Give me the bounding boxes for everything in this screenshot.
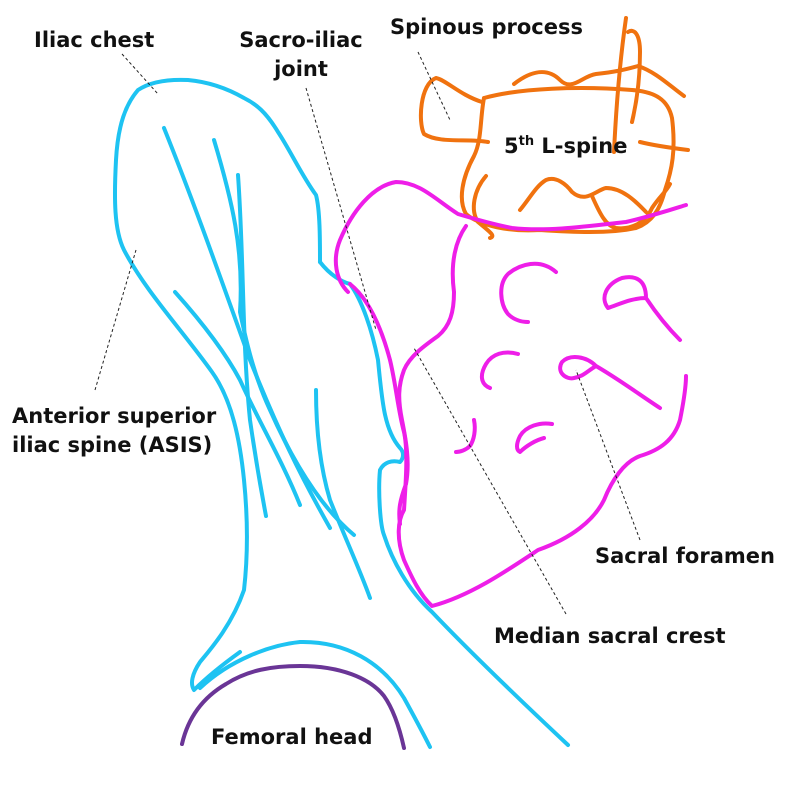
vertebra-inner-wave: [518, 177, 648, 214]
sacrum-inner-contour: [397, 224, 468, 526]
sacral-foramen-5: [454, 418, 477, 454]
sacro-iliac-boundary: [318, 260, 570, 747]
leader-sacro-iliac-joint: [305, 87, 377, 331]
ilium-line-3: [236, 173, 268, 518]
label-l-spine-text: L-spine: [534, 134, 628, 158]
label-l-spine-superscript: th: [518, 134, 535, 149]
label-asis-line2: iliac spine (ASIS): [12, 433, 213, 457]
label-iliac-chest-text: Iliac chest: [34, 28, 155, 52]
label-median-sacral-crest-text: Median sacral crest: [494, 624, 726, 648]
vertebra-left-loop: [418, 76, 490, 144]
vertebra-lower-lobe: [471, 174, 495, 240]
ilium-line-2: [212, 138, 356, 537]
leader-spinous-process: [417, 51, 451, 121]
ilium-line-4: [173, 290, 302, 507]
label-femoral-head: Femoral head: [211, 723, 372, 752]
label-sacral-foramen-text: Sacral foramen: [595, 544, 775, 568]
sacral-foramen-6: [515, 421, 554, 454]
spinous-process-loop: [626, 28, 642, 124]
leader-sacral-foramen: [575, 369, 641, 541]
ilium-outline: [112, 77, 570, 749]
label-5th-l-spine: 5th L-spine: [504, 132, 627, 161]
label-femoral-head-text: Femoral head: [211, 725, 373, 749]
leader-lines: [94, 51, 641, 615]
leader-asis: [94, 249, 137, 391]
label-iliac-chest: Iliac chest: [34, 26, 154, 55]
sacral-foramen-4: [558, 355, 662, 410]
sacral-foramen-3: [479, 350, 520, 390]
sacral-foramen-2: [602, 275, 682, 342]
ilium-line-5: [314, 388, 372, 600]
ilium-outer-contour: [112, 77, 322, 692]
label-asis-line1: Anterior superior: [12, 404, 217, 428]
femoral-head-arc: [180, 664, 406, 750]
vertebra-body: [459, 86, 676, 234]
label-asis: Anterior superior iliac spine (ASIS): [12, 402, 216, 460]
label-l-spine-number: 5: [504, 134, 519, 158]
label-sacral-foramen: Sacral foramen: [595, 542, 775, 571]
lumbar-vertebra: [418, 16, 690, 240]
sacral-foramen-1: [499, 261, 558, 324]
vertebra-top-loop: [512, 64, 686, 98]
label-spinous-process-text: Spinous process: [390, 15, 583, 39]
leader-iliac-chest: [121, 53, 159, 95]
leader-median-sacral-crest: [413, 347, 567, 615]
sacrum-outline: [333, 180, 688, 294]
acetabulum-rim: [198, 639, 432, 749]
label-sacro-iliac-joint: Sacro-iliac joint: [232, 26, 370, 84]
ilium-line-1: [162, 126, 332, 530]
label-spinous-process: Spinous process: [390, 13, 583, 42]
vertebra-right-arm: [638, 140, 690, 152]
vertebra-base-wave: [590, 182, 672, 231]
sacrum: [333, 180, 688, 608]
label-sacro-iliac-line2: joint: [274, 57, 328, 81]
spinous-process-stalk: [612, 16, 628, 154]
label-median-sacral-crest: Median sacral crest: [494, 622, 726, 651]
label-sacro-iliac-line1: Sacro-iliac: [239, 28, 363, 52]
